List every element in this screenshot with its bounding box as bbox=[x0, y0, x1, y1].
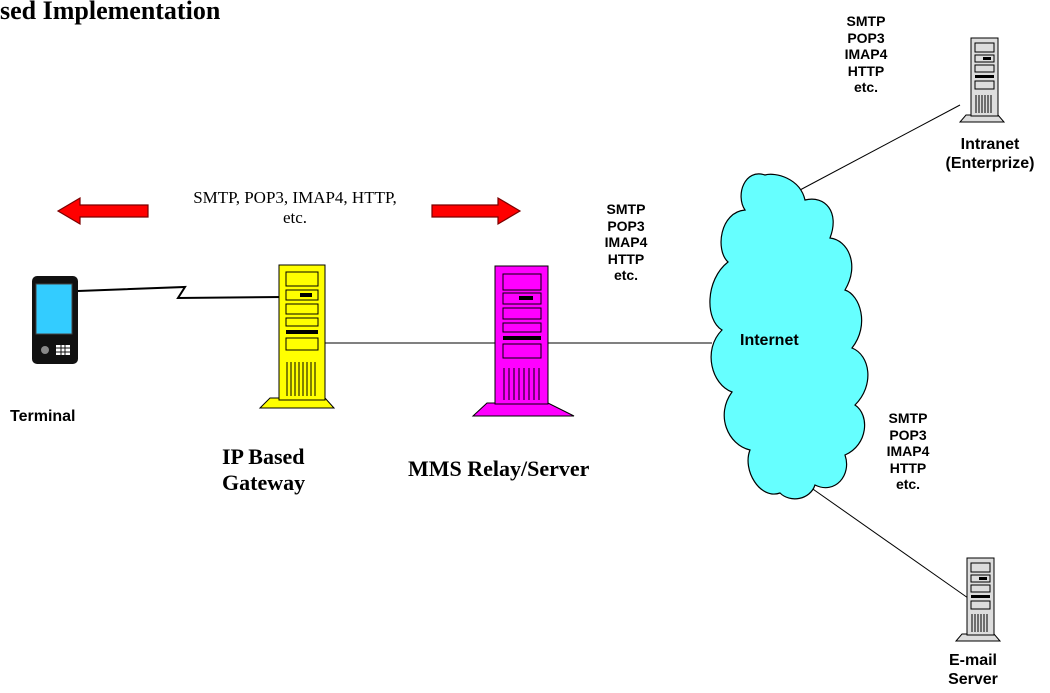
arrow-right bbox=[431, 196, 522, 226]
internet-label: Internet bbox=[740, 332, 799, 349]
gateway-server bbox=[258, 264, 336, 409]
relay-label: MMS Relay/Server bbox=[408, 456, 590, 481]
email-server bbox=[954, 557, 1002, 642]
wireless-link bbox=[77, 285, 284, 300]
email-protocols: SMTP POP3 IMAP4 HTTP etc. bbox=[886, 410, 930, 493]
intranet-label: Intranet (Enterprize) bbox=[945, 136, 1035, 172]
relay-internet-protocols: SMTP POP3 IMAP4 HTTP etc. bbox=[604, 201, 648, 284]
intranet-server bbox=[958, 37, 1006, 123]
relay-server bbox=[471, 265, 575, 417]
terminal-device bbox=[32, 276, 78, 364]
gateway-label: IP Based Gateway bbox=[222, 444, 306, 495]
email-server-label: E-mail Server bbox=[948, 652, 998, 688]
arrows-protocol-label: SMTP, POP3, IMAP4, HTTP, etc. bbox=[193, 188, 397, 228]
intranet-protocols: SMTP POP3 IMAP4 HTTP etc. bbox=[844, 13, 888, 96]
link-internet-email bbox=[799, 479, 969, 599]
arrow-left bbox=[56, 196, 149, 226]
page-title: sed Implementation bbox=[0, 0, 221, 25]
link-internet-intranet bbox=[799, 104, 961, 191]
internet-cloud bbox=[709, 173, 869, 500]
terminal-label: Terminal bbox=[10, 408, 76, 425]
